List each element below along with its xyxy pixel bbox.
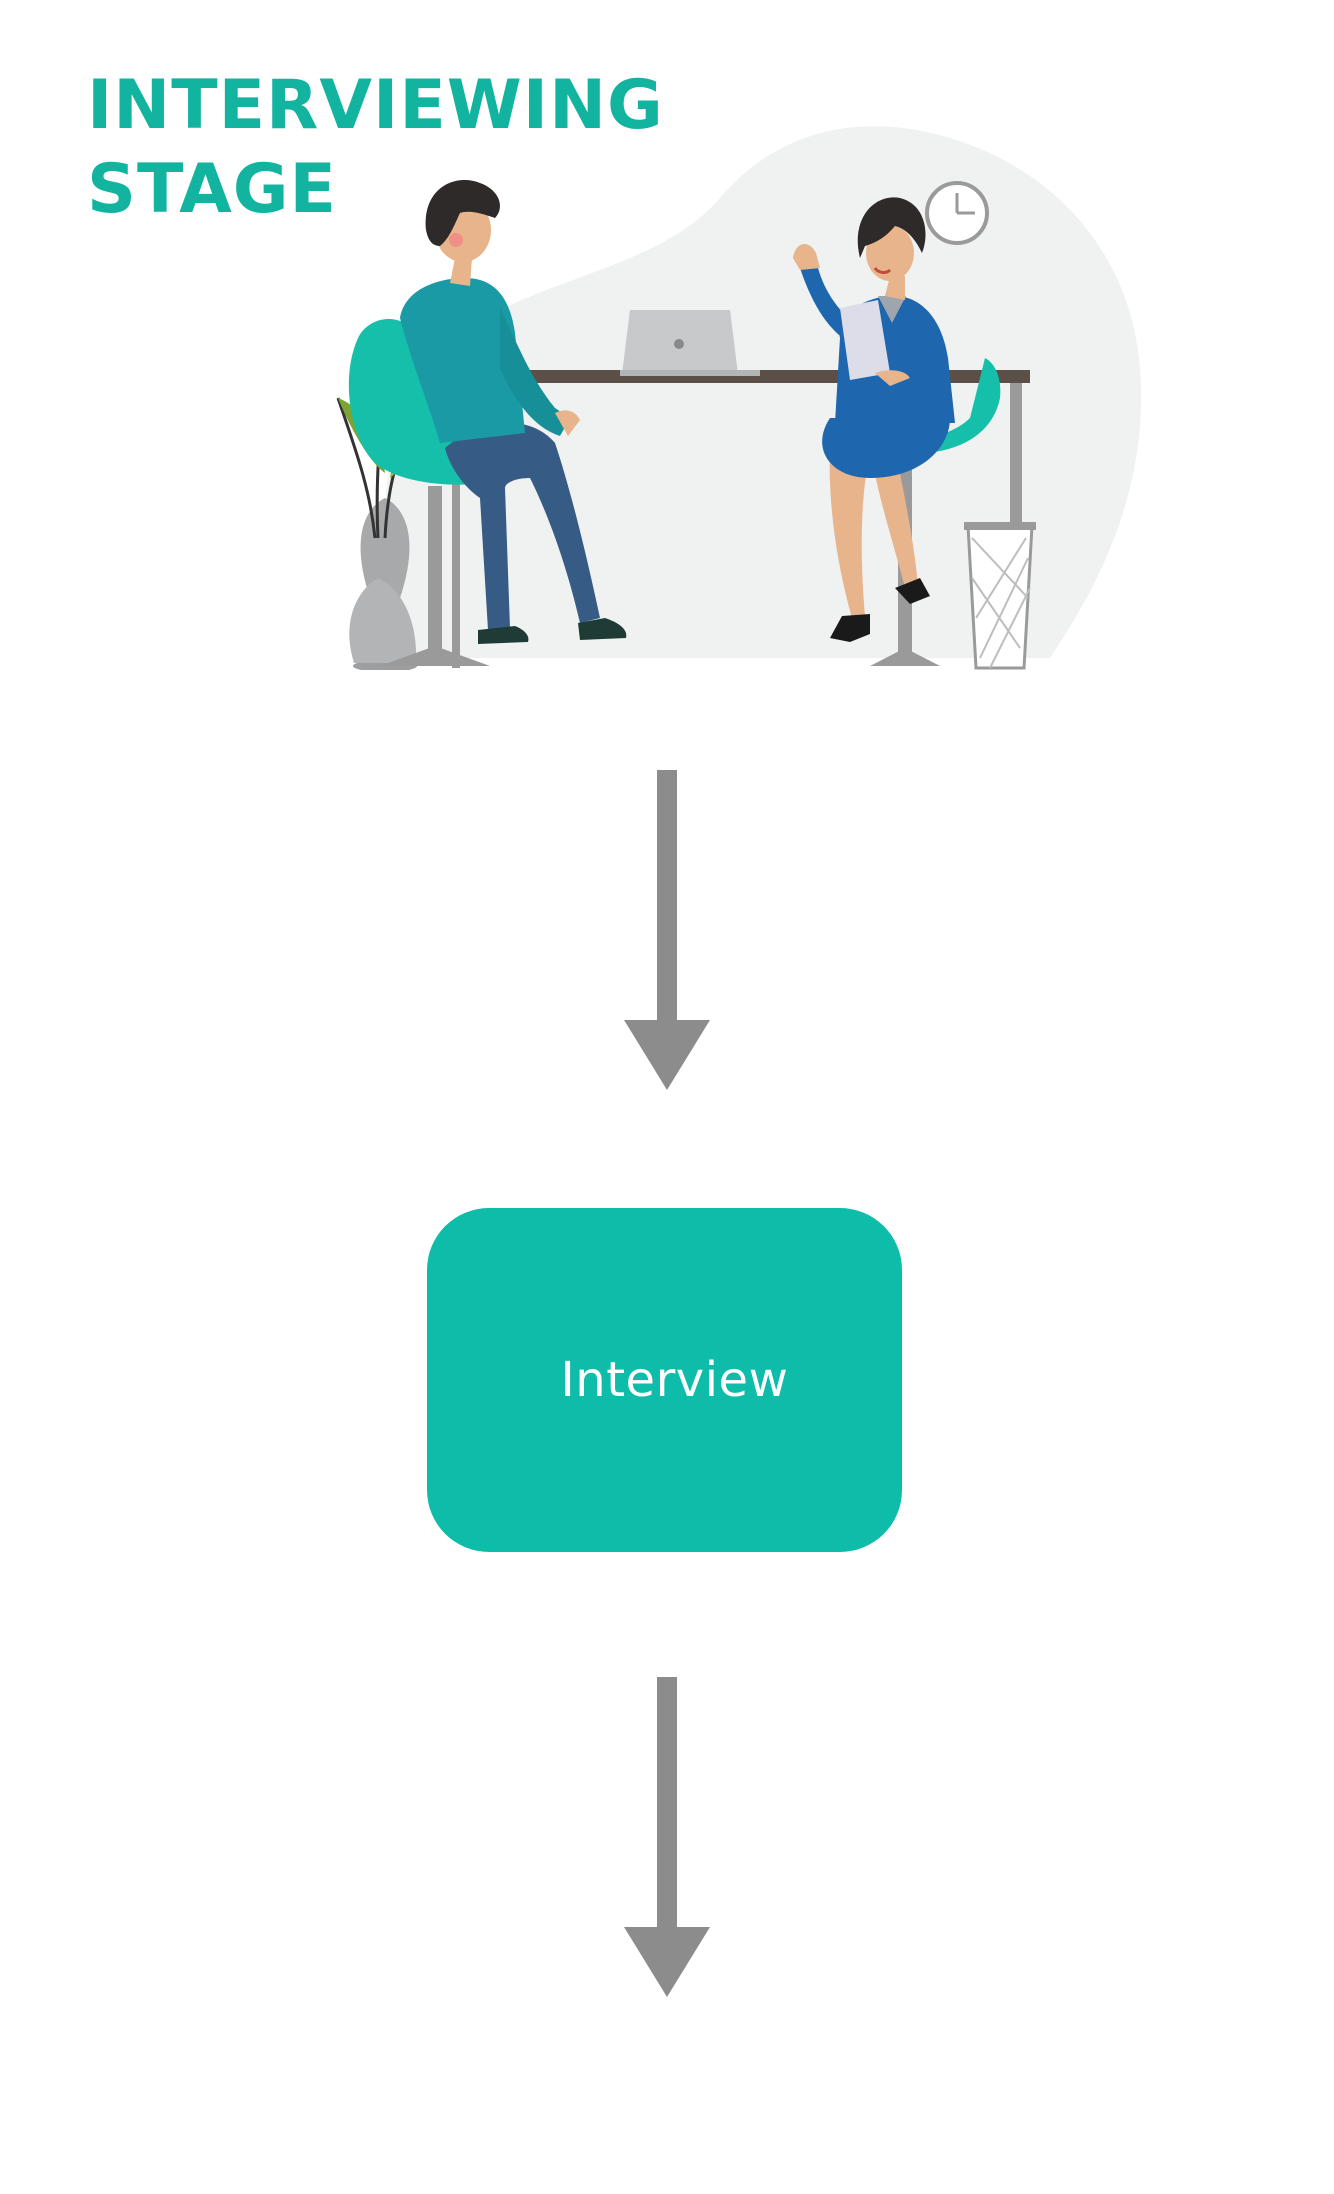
interview-scene-illustration	[336, 126, 1142, 670]
clock-icon	[925, 181, 989, 245]
flow-arrow-down	[624, 770, 710, 1090]
stage-title-line-1: INTERVIEWING	[87, 66, 664, 145]
man-candidate	[400, 180, 627, 644]
woman-interviewer	[793, 197, 955, 642]
stage-title: INTERVIEWING STAGE	[87, 64, 664, 232]
wastebasket-icon	[964, 522, 1036, 670]
stage-title-line-2: STAGE	[87, 150, 337, 229]
laptop-icon	[620, 310, 760, 376]
interview-step-label: Interview	[560, 1352, 789, 1408]
flow-arrow-down	[624, 1677, 710, 1997]
interview-step-node: Interview	[427, 1208, 902, 1552]
